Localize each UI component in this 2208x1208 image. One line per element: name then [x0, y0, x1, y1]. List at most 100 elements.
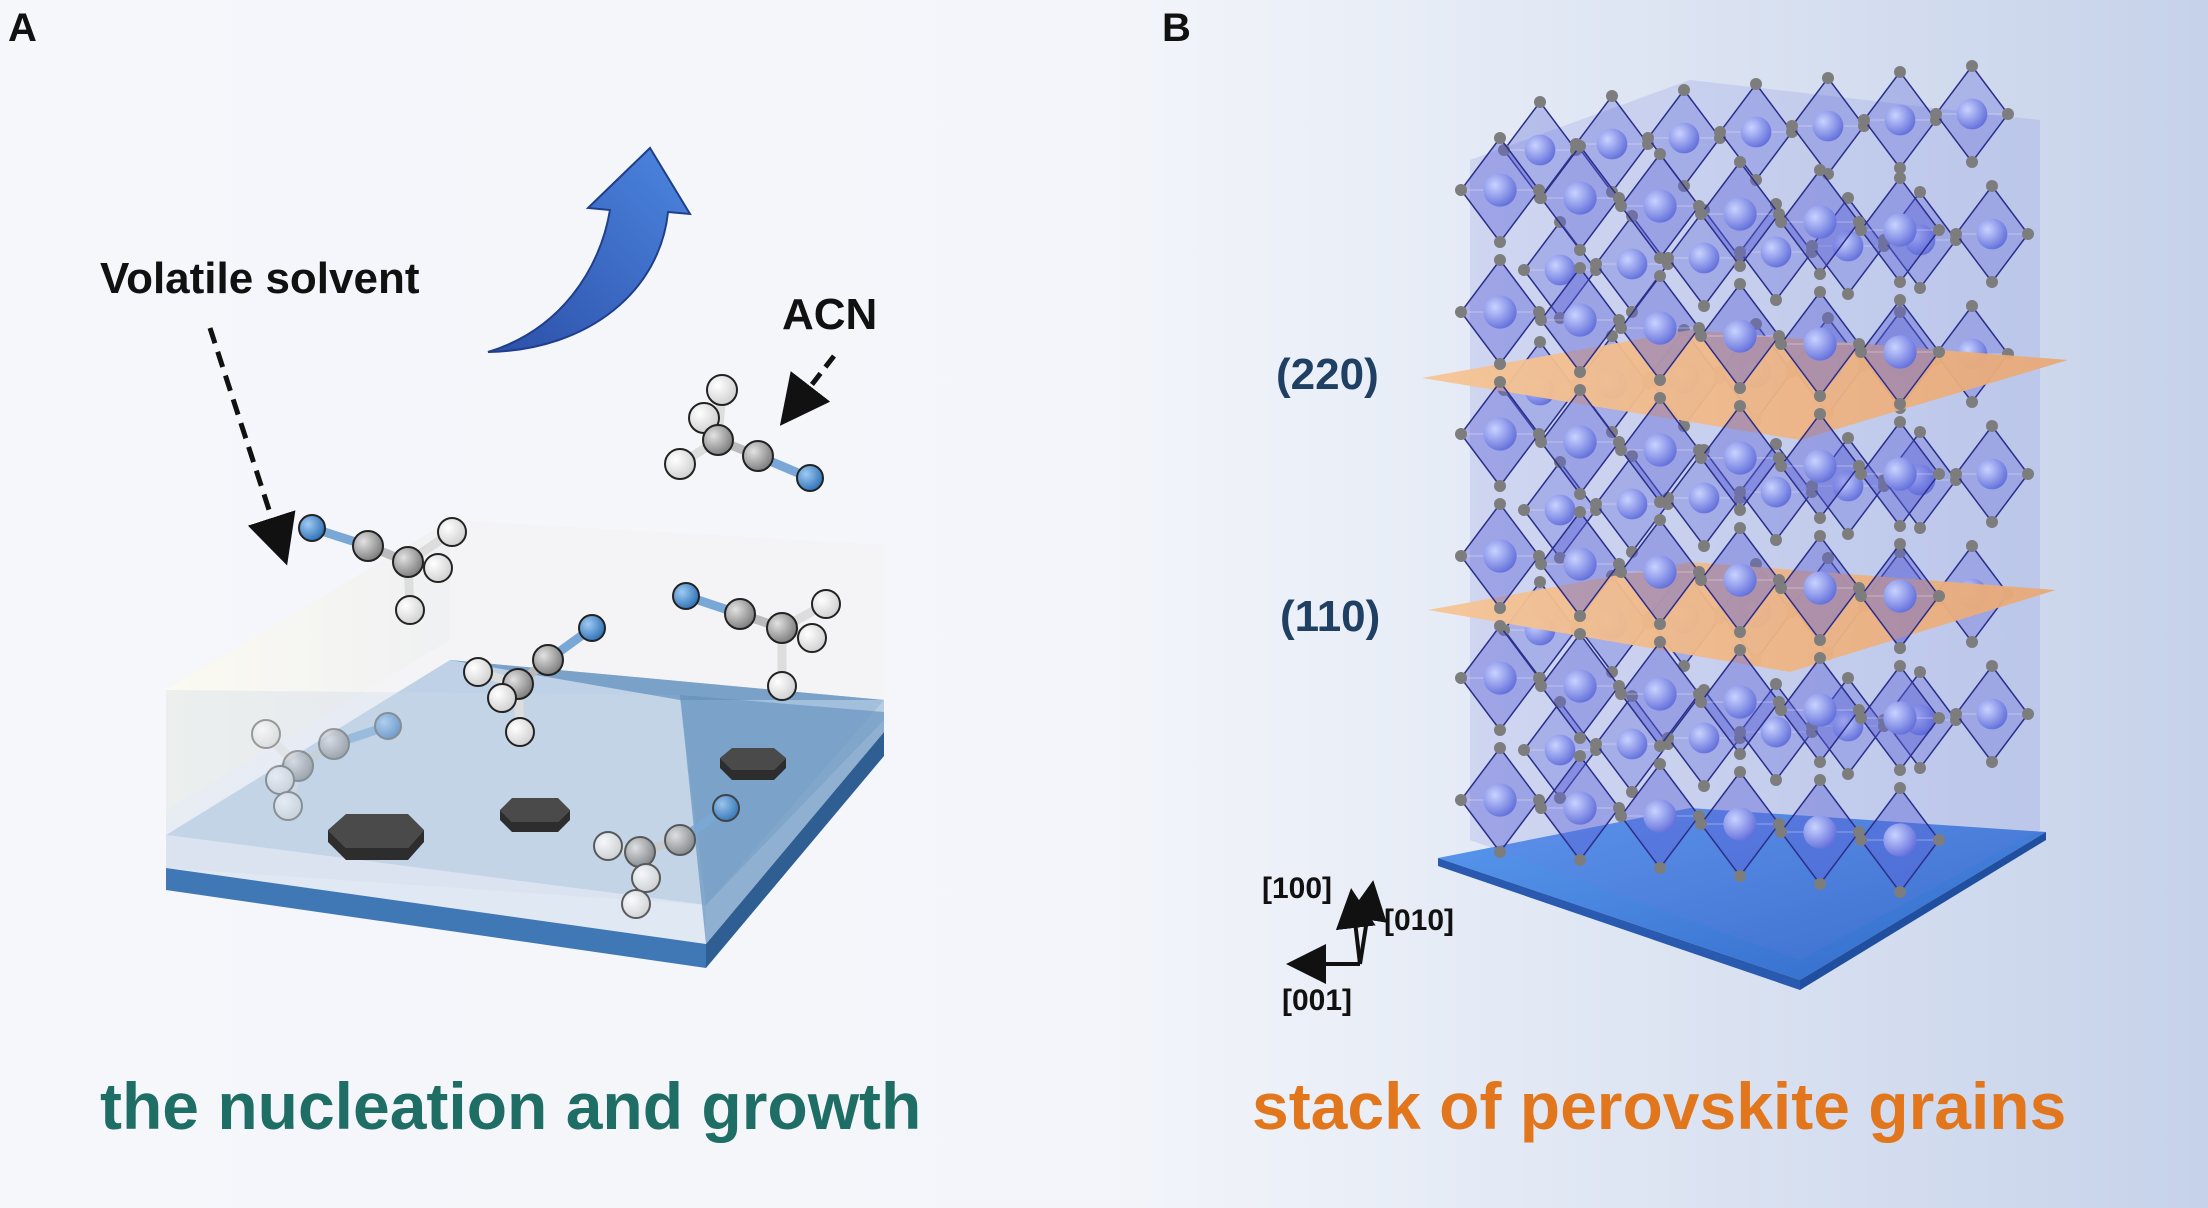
anion-atom	[1986, 660, 1998, 672]
anion-atom	[1930, 108, 1942, 120]
cation-sphere	[1723, 563, 1757, 597]
cation-sphere	[1616, 488, 1648, 520]
anion-atom	[1855, 346, 1867, 358]
acn-molecule-top	[664, 374, 824, 492]
anion-atom	[1855, 590, 1867, 602]
anion-atom	[1518, 744, 1530, 756]
anion-atom	[2022, 468, 2034, 480]
anion-atom	[1894, 416, 1906, 428]
cation-sphere	[1803, 205, 1837, 239]
cation-sphere	[1803, 815, 1837, 849]
octahedron	[1930, 60, 2014, 168]
anion-atom	[1695, 574, 1707, 586]
anion-atom	[1654, 740, 1666, 752]
octahedron	[1455, 498, 1545, 614]
anion-atom	[1455, 428, 1467, 440]
anion-atom	[1950, 468, 1962, 480]
anion-atom	[1894, 538, 1906, 550]
anion-atom	[1626, 546, 1638, 558]
acn-molecule-faded-left	[251, 712, 402, 821]
acn-molecule-center	[463, 614, 606, 747]
octahedron	[1950, 180, 2034, 288]
anion-atom	[1770, 438, 1782, 450]
anion-atom	[1574, 854, 1586, 866]
cation-sphere	[1812, 110, 1844, 142]
anion-atom	[1933, 590, 1945, 602]
anion-atom	[1858, 114, 1870, 126]
cation-sphere	[1976, 218, 2008, 250]
cation-sphere	[1688, 482, 1720, 514]
anion-atom	[1966, 540, 1978, 552]
anion-atom	[1626, 786, 1638, 798]
acn-molecule-right	[672, 582, 841, 701]
octahedron	[1615, 148, 1705, 264]
octahedron	[1498, 96, 1582, 204]
octahedron	[1775, 408, 1865, 524]
cation-sphere	[1483, 783, 1517, 817]
anion-atom	[1554, 552, 1566, 564]
volatile-solvent-label: Volatile solvent	[100, 254, 420, 303]
octahedron	[1775, 774, 1865, 890]
octahedron	[1615, 392, 1705, 508]
octahedron	[1695, 400, 1785, 516]
cation-sphere	[1524, 134, 1556, 166]
anion-atom	[1494, 376, 1506, 388]
octahedron	[1714, 78, 1798, 186]
anion-atom	[1986, 276, 1998, 288]
anion-atom	[1494, 742, 1506, 754]
anion-atom	[1574, 750, 1586, 762]
cation-sphere	[1596, 128, 1628, 160]
anion-atom	[1714, 126, 1726, 138]
anion-atom	[1654, 392, 1666, 404]
anion-atom	[1775, 216, 1787, 228]
anion-atom	[1574, 384, 1586, 396]
perovskite-stack	[1422, 60, 2068, 990]
anion-atom	[2002, 108, 2014, 120]
cation-sphere	[1483, 173, 1517, 207]
panel-b-caption: stack of perovskite grains	[1252, 1069, 2067, 1143]
anion-atom	[1734, 748, 1746, 760]
acn-label: ACN	[782, 290, 878, 339]
cation-sphere	[1956, 98, 1988, 130]
anion-atom	[1814, 878, 1826, 890]
anion-atom	[1894, 764, 1906, 776]
anion-atom	[1734, 522, 1746, 534]
octahedron	[1878, 666, 1962, 774]
anion-atom	[1494, 480, 1506, 492]
anion-atom	[1554, 456, 1566, 468]
cation-sphere	[1688, 722, 1720, 754]
anion-atom	[1574, 610, 1586, 622]
anion-atom	[1894, 172, 1906, 184]
anion-atom	[1662, 732, 1674, 744]
octahedron	[1855, 416, 1945, 532]
octahedron	[1615, 270, 1705, 386]
anion-atom	[1574, 366, 1586, 378]
anion-atom	[1535, 680, 1547, 692]
octahedron	[1615, 636, 1705, 752]
anion-atom	[1814, 512, 1826, 524]
octahedron	[1734, 678, 1818, 786]
anion-atom	[1626, 450, 1638, 462]
anion-atom	[1615, 322, 1627, 334]
anion-atom	[1574, 244, 1586, 256]
anion-atom	[1734, 278, 1746, 290]
anion-atom	[1455, 306, 1467, 318]
anion-atom	[1894, 398, 1906, 410]
cation-sphere	[1483, 417, 1517, 451]
anion-atom	[1894, 66, 1906, 78]
axis-010-label: [010]	[1384, 904, 1455, 937]
panel-a-letter: A	[8, 6, 37, 50]
anion-atom	[1615, 688, 1627, 700]
octahedron	[1590, 210, 1674, 318]
octahedron	[1734, 438, 1818, 546]
anion-atom	[1654, 636, 1666, 648]
anion-atom	[1734, 626, 1746, 638]
anion-atom	[1535, 192, 1547, 204]
anion-atom	[1654, 148, 1666, 160]
octahedron	[1590, 450, 1674, 558]
anion-atom	[1654, 862, 1666, 874]
octahedron	[1734, 198, 1818, 306]
octahedron	[1855, 660, 1945, 776]
octahedron	[1615, 514, 1705, 630]
anion-atom	[1554, 792, 1566, 804]
